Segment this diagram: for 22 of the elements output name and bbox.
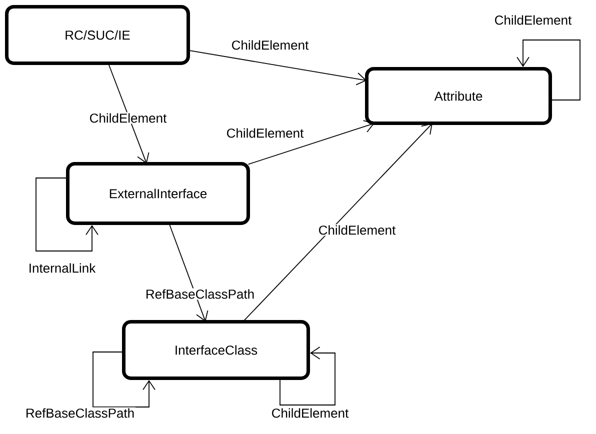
arrow [242, 123, 432, 322]
edge-label: InternalLink [27, 262, 97, 274]
class-box: RC/SUC/IE [5, 5, 190, 65]
edge-label: ChildElement [225, 127, 305, 139]
arrow [108, 62, 150, 164]
class-box: InterfaceClass [122, 320, 310, 380]
edge-label: RefBaseClassPath [24, 407, 136, 419]
edge-label: RefBaseClassPath [144, 288, 256, 300]
arrow [248, 120, 375, 165]
class-box: Attribute [365, 67, 552, 125]
edge-label: ChildElement [270, 407, 350, 419]
arrow [280, 346, 336, 406]
arrow [36, 178, 98, 252]
edge-label: ChildElement [317, 224, 397, 236]
arrow [188, 50, 367, 86]
class-box: ExternalInterface [66, 162, 250, 225]
edge-label: ChildElement [230, 39, 310, 51]
arrow [168, 222, 208, 322]
arrow [92, 352, 156, 408]
edge-label: ChildElement [493, 14, 573, 26]
arrow [516, 40, 580, 100]
edge-label: ChildElement [88, 112, 168, 124]
